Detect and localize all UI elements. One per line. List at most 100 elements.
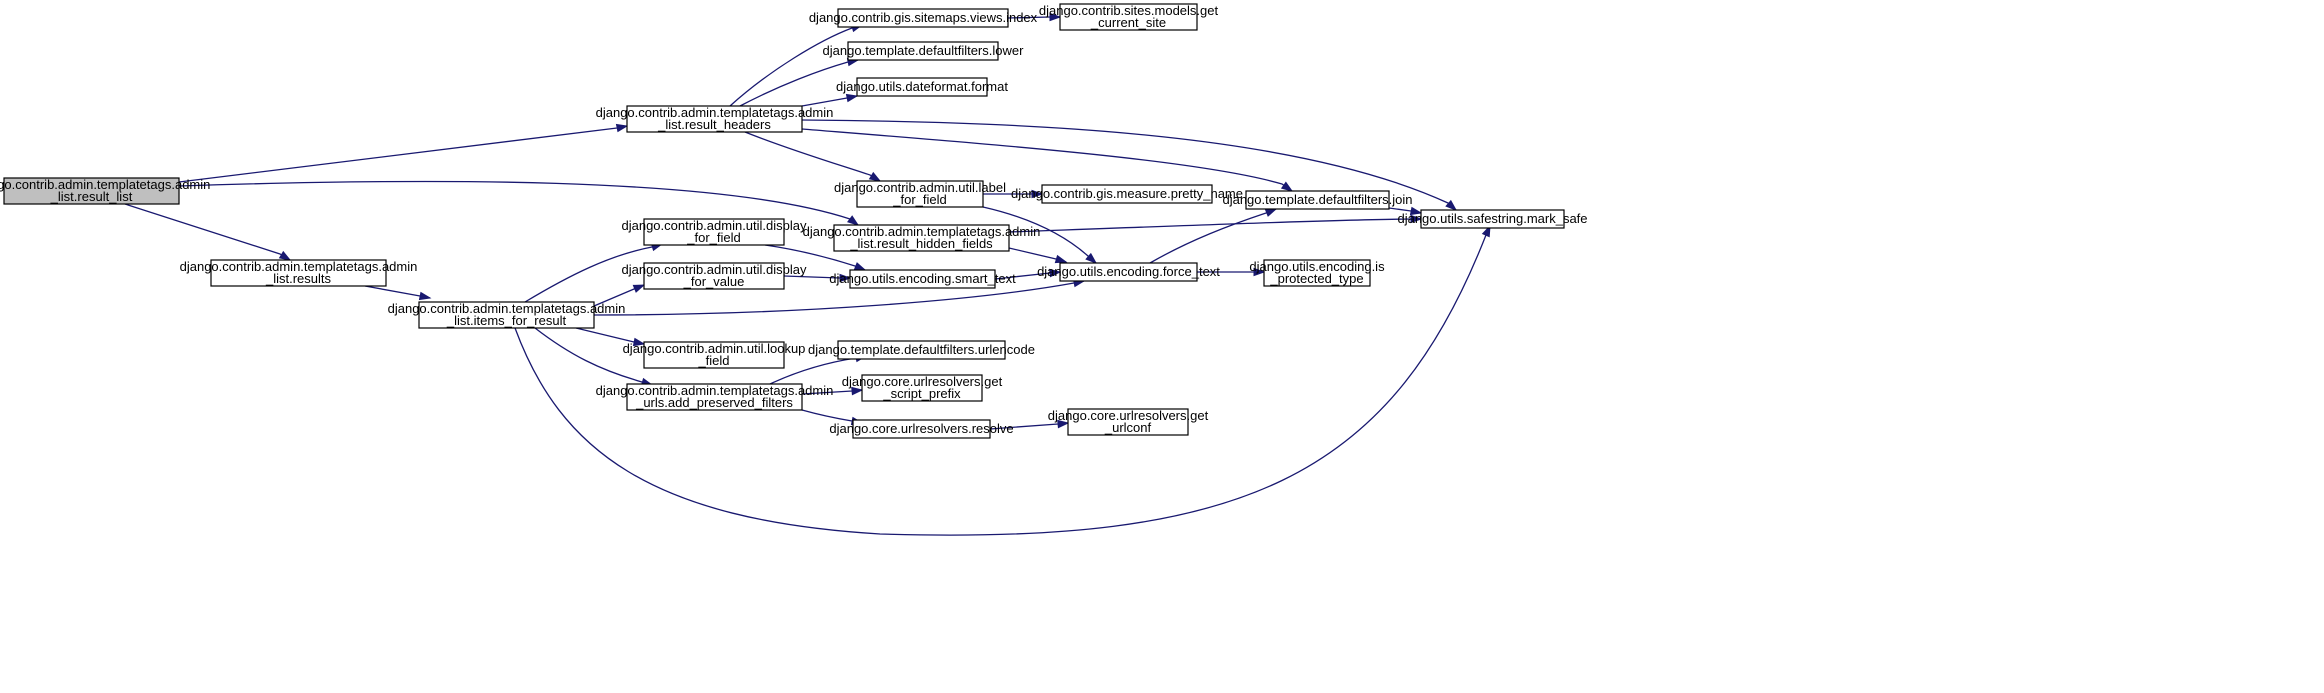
node-label-line: django.template.defaultfilters.urlencode (808, 342, 1035, 357)
node-dateformat[interactable]: django.utils.dateformat.format (836, 77, 1008, 97)
edge-items_for_result-to-mark_safe (514, 224, 1491, 536)
node-display-for-value[interactable]: django.contrib.admin.util.display_for_va… (622, 262, 807, 290)
nodes-layer: django.contrib.admin.templatetags.admin_… (0, 3, 1588, 439)
node-result-list[interactable]: django.contrib.admin.templatetags.admin_… (0, 177, 210, 205)
edge-arrowhead (615, 123, 629, 133)
node-box (1059, 262, 1198, 282)
node-box (418, 301, 595, 329)
node-label-line: _urlconf (1104, 420, 1152, 435)
node-label-line: _list.result_headers (657, 117, 771, 132)
edge-line (534, 327, 653, 386)
node-box (643, 341, 785, 369)
node-display-for-field[interactable]: django.contrib.admin.util.display_for_fi… (622, 218, 807, 246)
node-urlencode[interactable]: django.template.defaultfilters.urlencode (808, 340, 1035, 360)
edge-arrowhead (1031, 189, 1044, 199)
edge-items_for_result-to-lookup_field (575, 327, 646, 347)
edge-arrowhead (1481, 224, 1491, 238)
node-items-for-result[interactable]: django.contrib.admin.templatetags.admin_… (388, 301, 626, 329)
node-label-line: django.template.defaultfilters.lower (823, 43, 1025, 58)
edge-arrowhead (1409, 206, 1423, 216)
edge-smart_text-to-force_text (994, 268, 1062, 280)
node-label-line: _current_site (1090, 15, 1166, 30)
edge-join-to-mark_safe (1388, 206, 1423, 216)
node-label-line: _for_value (683, 274, 745, 289)
node-box (847, 41, 999, 61)
node-pretty-name[interactable]: django.contrib.gis.measure.pretty_name (1011, 184, 1243, 204)
node-box (643, 262, 785, 290)
edge-add_preserved_filters-to-get_script_prefix (801, 386, 864, 396)
edge-line (124, 203, 291, 261)
edge-arrowhead (1049, 12, 1062, 22)
edge-arrowhead (1264, 208, 1278, 217)
edge-result_headers-to-label_for_field (744, 131, 882, 182)
node-label-line: _field (697, 353, 729, 368)
node-add-preserved-filters[interactable]: django.contrib.admin.templatetags.admin_… (596, 383, 834, 411)
edge-result_hidden_fields-to-force_text (1008, 247, 1068, 264)
edge-resolve-to-get_urlconf (989, 419, 1070, 430)
edge-items_for_result-to-add_preserved_filters (534, 327, 654, 387)
node-label-line: django.contrib.admin.templatetags.admin (388, 301, 626, 316)
node-box (852, 419, 991, 439)
node-label-line: django.contrib.admin.templatetags.admin (596, 383, 834, 398)
node-label-for-field[interactable]: django.contrib.admin.util.label_for_fiel… (834, 180, 1006, 208)
node-smart-text[interactable]: django.utils.encoding.smart_text (829, 269, 1016, 289)
node-result-hidden-fields[interactable]: django.contrib.admin.templatetags.admin_… (803, 224, 1041, 252)
edge-arrowhead (278, 250, 292, 261)
node-label-line: _script_prefix (882, 386, 961, 401)
edge-line (739, 59, 859, 107)
edge-arrowhead (845, 93, 859, 103)
edge-label_for_field-to-force_text (982, 206, 1098, 264)
edge-line (801, 119, 1457, 211)
node-is-protected-type[interactable]: django.utils.encoding.is_protected_type (1249, 259, 1385, 287)
edge-result_list-to-results (124, 203, 292, 261)
node-lower[interactable]: django.template.defaultfilters.lower (823, 41, 1025, 61)
node-label-line: django.contrib.sites.models.get (1039, 3, 1219, 18)
node-box (833, 224, 1010, 252)
edge-arrowhead (1280, 181, 1294, 192)
node-label-line: django.core.urlresolvers.get (842, 374, 1003, 389)
edge-arrowhead (839, 273, 852, 283)
edge-line (514, 225, 1491, 536)
node-box (643, 218, 785, 246)
edge-result_headers-to-mark_safe (801, 119, 1458, 211)
edge-force_text-to-is_protected_type (1197, 267, 1266, 277)
node-label-line: _list.results (265, 271, 332, 286)
node-sitemaps-index[interactable]: django.contrib.gis.sitemaps.views.index (809, 8, 1038, 28)
edge-arrowhead (847, 215, 860, 226)
node-box (837, 340, 1006, 360)
node-box (856, 77, 988, 97)
edge-line (744, 131, 881, 182)
node-get-current-site[interactable]: django.contrib.sites.models.get_current_… (1039, 3, 1219, 31)
node-box (1263, 259, 1371, 287)
edge-line (729, 24, 863, 107)
edges-layer (124, 12, 1491, 536)
node-get-script-prefix[interactable]: django.core.urlresolvers.get_script_pref… (842, 374, 1003, 402)
edge-result_list-to-result_headers (178, 123, 629, 183)
node-box (837, 8, 1009, 28)
node-force-text[interactable]: django.utils.encoding.force_text (1037, 262, 1220, 282)
node-label-line: _for_field (892, 192, 946, 207)
node-get-urlconf[interactable]: django.core.urlresolvers.get_urlconf (1048, 408, 1209, 436)
node-lookup-field[interactable]: django.contrib.admin.util.lookup_field (623, 341, 806, 369)
node-result-headers[interactable]: django.contrib.admin.templatetags.admin_… (596, 105, 834, 133)
edge-line (1008, 218, 1421, 233)
node-box (3, 177, 180, 205)
edge-label_for_field-to-pretty_name (983, 189, 1044, 199)
edge-display_for_value-to-smart_text (783, 273, 852, 283)
node-join[interactable]: django.template.defaultfilters.join (1222, 190, 1413, 210)
edge-result_headers-to-dateformat (801, 93, 859, 107)
node-label-line: django.contrib.admin.util.display (622, 218, 807, 233)
edge-line (764, 244, 866, 271)
node-results[interactable]: django.contrib.admin.templatetags.admin_… (180, 259, 418, 287)
node-label-line: django.contrib.admin.util.lookup (623, 341, 806, 356)
node-resolve[interactable]: django.core.urlresolvers.resolve (829, 419, 1014, 439)
node-label-line: django.contrib.admin.templatetags.admin (180, 259, 418, 274)
node-label-line: django.contrib.admin.templatetags.admin (803, 224, 1041, 239)
node-label-line: django.core.urlresolvers.get (1048, 408, 1209, 423)
node-label-line: django.utils.encoding.is (1249, 259, 1385, 274)
node-label-line: django.template.defaultfilters.join (1222, 192, 1412, 207)
node-box (1245, 190, 1390, 210)
node-mark-safe[interactable]: django.utils.safestring.mark_safe (1397, 209, 1588, 229)
node-label-line: django.core.urlresolvers.resolve (829, 421, 1013, 436)
